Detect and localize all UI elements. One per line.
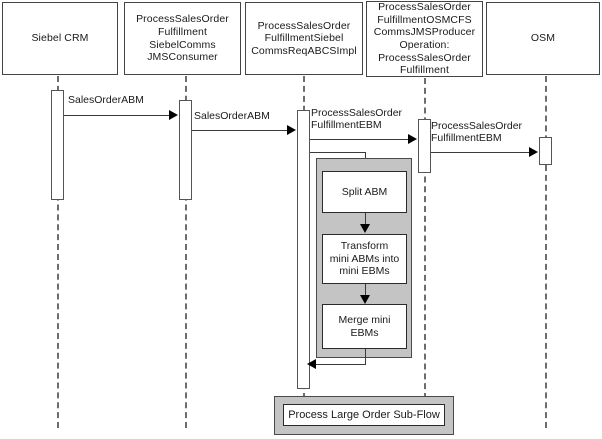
activation-bar-jms-consumer[interactable] — [179, 100, 192, 200]
lifeline-header-jms-consumer[interactable]: ProcessSalesOrder Fulfillment SiebelComm… — [124, 2, 241, 75]
lifeline-siebel-crm — [57, 76, 59, 428]
lifeline-jms-producer — [424, 78, 426, 399]
activation-bar-siebel-crm[interactable] — [51, 90, 64, 200]
arrowhead-subflow-connector-1 — [360, 224, 370, 233]
lifeline-header-label: ProcessSalesOrder Fulfillment SiebelComm… — [136, 13, 229, 64]
message-label-m2: SalesOrderABM — [194, 110, 270, 122]
subflow-step-label: Merge mini EBMs — [338, 314, 391, 339]
message-arrow-m4 — [431, 152, 529, 153]
lifeline-header-label: ProcessSalesOrder FulfillmentOSMCFS Comm… — [373, 1, 476, 77]
lifeline-header-label: OSM — [530, 32, 556, 45]
selfcall-into-subflow-horizontal — [310, 152, 366, 153]
lifeline-header-jms-producer[interactable]: ProcessSalesOrder FulfillmentOSMCFS Comm… — [366, 1, 483, 77]
message-arrow-m2 — [192, 130, 287, 131]
lifeline-header-osm[interactable]: OSM — [486, 2, 600, 75]
subflow-step-label: Transform mini ABMs into mini EBMs — [329, 240, 400, 278]
subflow-return-vertical — [365, 349, 366, 365]
subflow-step-merge-mini-ebms[interactable]: Merge mini EBMs — [322, 304, 407, 349]
lifeline-osm — [545, 76, 547, 428]
arrowhead-m1 — [169, 110, 178, 120]
lifeline-header-label: ProcessSalesOrder FulfillmentSiebel Comm… — [251, 19, 357, 57]
message-label-m4: ProcessSalesOrder FulfillmentEBM — [431, 120, 523, 145]
subflow-step-transform-mini-abms[interactable]: Transform mini ABMs into mini EBMs — [322, 234, 407, 284]
lifeline-header-label: Siebel CRM — [31, 32, 89, 45]
lifeline-header-reqabcsimpl[interactable]: ProcessSalesOrder FulfillmentSiebel Comm… — [245, 2, 363, 75]
message-label-m3: ProcessSalesOrder FulfillmentEBM — [311, 107, 403, 132]
activation-bar-jms-producer[interactable] — [418, 119, 431, 173]
arrowhead-subflow-connector-2 — [360, 295, 370, 304]
subflow-step-split-abm[interactable]: Split ABM — [322, 171, 407, 213]
subflow-connector-1 — [365, 213, 366, 225]
activation-bar-osm[interactable] — [539, 137, 552, 165]
lifeline-header-siebel-crm[interactable]: Siebel CRM — [2, 2, 118, 75]
subflow-return-horizontal — [316, 364, 366, 365]
arrowhead-subflow-return — [307, 359, 316, 369]
message-arrow-m3 — [310, 139, 408, 140]
message-label-m1: SalesOrderABM — [68, 94, 144, 106]
activation-bar-reqabcsimpl[interactable] — [297, 110, 310, 389]
arrowhead-m4 — [529, 147, 538, 157]
lifeline-jms-consumer — [185, 76, 187, 428]
subflow-legend-label: Process Large Order Sub-Flow — [288, 409, 440, 421]
message-arrow-m1 — [64, 115, 169, 116]
subflow-legend-box[interactable]: Process Large Order Sub-Flow — [283, 404, 445, 426]
arrowhead-m3 — [408, 134, 417, 144]
arrowhead-m2 — [287, 125, 296, 135]
subflow-step-label: Split ABM — [341, 185, 388, 198]
subflow-connector-2 — [365, 284, 366, 296]
